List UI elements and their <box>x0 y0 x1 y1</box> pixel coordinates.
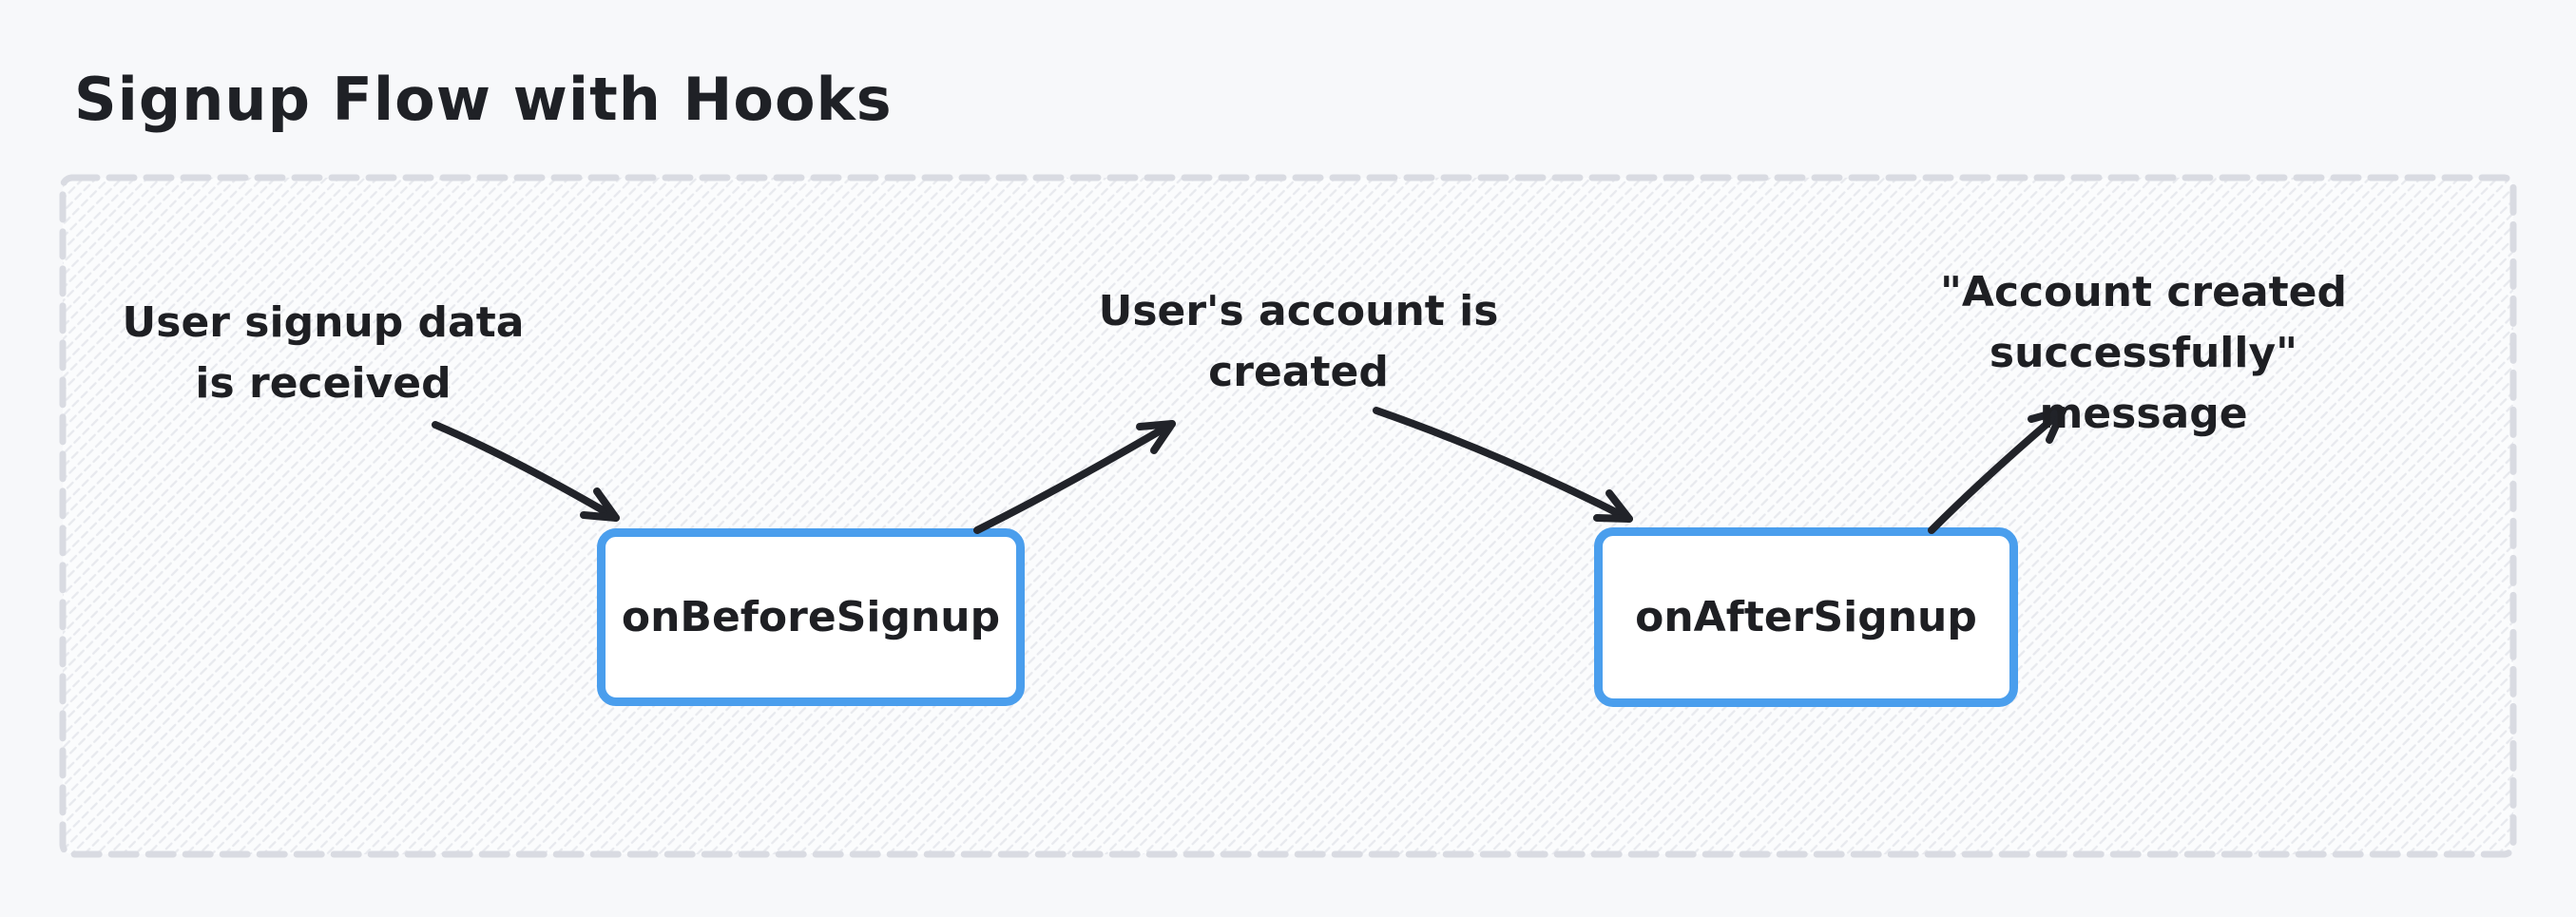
annotation-success-message: "Account created successfully" message <box>1939 268 2348 438</box>
page-title: Signup Flow with Hooks <box>74 65 893 134</box>
hook-label-onbeforesignup: onBeforeSignup <box>621 593 1001 641</box>
hook-box-onaftersignup: onAfterSignup <box>1594 527 2018 707</box>
annotation-account-created: User's account is created <box>1098 287 1499 396</box>
annotation-signup-data-received: User signup data is received <box>122 298 525 408</box>
canvas-dashed-border <box>59 174 2517 858</box>
hook-box-onbeforesignup: onBeforeSignup <box>597 528 1025 706</box>
hook-label-onaftersignup: onAfterSignup <box>1635 593 1977 641</box>
